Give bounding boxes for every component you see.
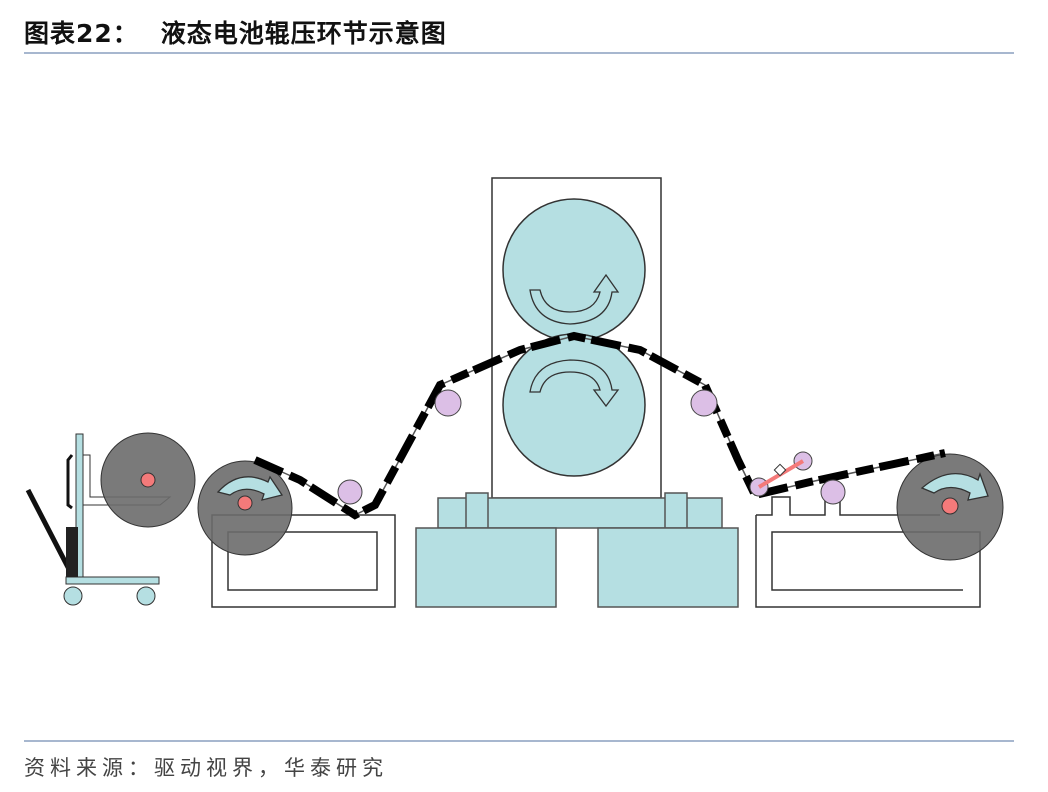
unwind-stand-inner: [227, 531, 378, 591]
base-pedestal-left: [415, 527, 557, 608]
reel-cart: [25, 433, 172, 606]
unwind-rotation-arrow-icon: [216, 475, 284, 501]
guide-roller-right: [690, 389, 718, 417]
figure-title: 图表22： 液态电池辊压环节示意图: [24, 14, 447, 50]
unwind-stand: [211, 514, 396, 608]
figure-caption: 液态电池辊压环节示意图: [160, 19, 447, 48]
unwind-roll-core: [237, 495, 253, 511]
rewind-rotation-arrow-icon: [920, 472, 989, 501]
roll-core: [140, 472, 156, 488]
electrode-coating: [253, 331, 946, 520]
figure-label: 图表22：: [24, 19, 139, 48]
base-block-right: [664, 492, 688, 529]
rewind-stand-top: [756, 496, 940, 516]
footer-divider: [24, 740, 1014, 742]
guide-roller-left: [434, 389, 462, 417]
base-pedestal-right: [597, 527, 739, 608]
guide-roller-unwind: [337, 479, 363, 505]
rewind-roll-core: [941, 497, 959, 515]
base-block-left: [465, 492, 489, 529]
tension-pivot: [773, 463, 787, 477]
guide-roller-rewind: [820, 479, 846, 505]
upper-roller-rotation-arrow-icon: [529, 273, 620, 325]
lower-roller-rotation-arrow-icon: [529, 359, 620, 408]
header-divider: [24, 52, 1014, 54]
lower-press-roller: [502, 333, 646, 477]
source-note: 资料来源：驱动视界，华泰研究: [24, 756, 388, 780]
